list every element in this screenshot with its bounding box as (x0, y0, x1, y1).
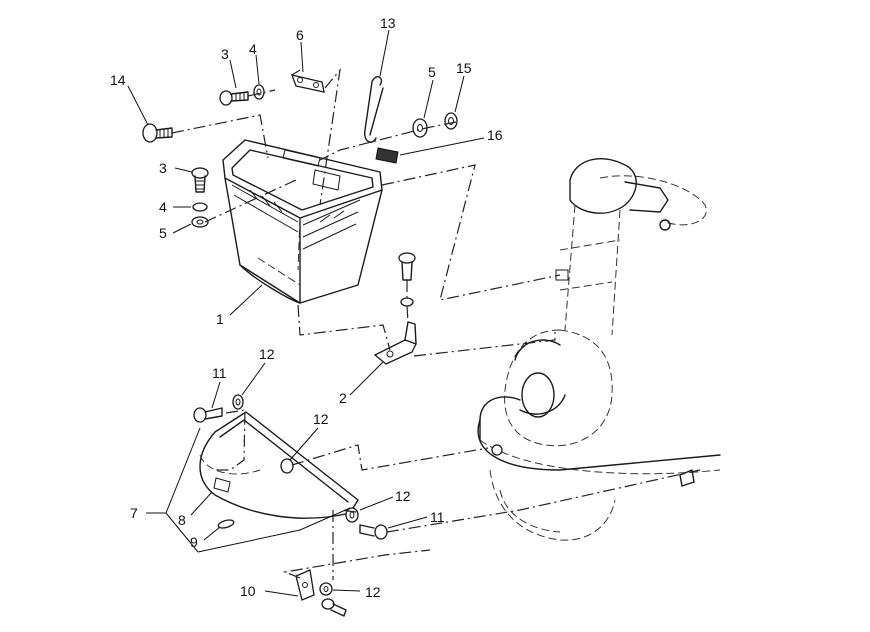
callout-labels: 14 3 4 6 13 5 15 16 3 4 5 1 2 11 12 12 1… (110, 15, 503, 600)
callout-5-top: 5 (428, 64, 436, 80)
nut-part-15 (444, 112, 458, 130)
label-part-16 (375, 147, 399, 164)
callout-13: 13 (380, 15, 396, 31)
bracket-part-6 (290, 74, 325, 93)
screw-part-3-left (191, 167, 209, 193)
center-screw-stack (398, 252, 416, 307)
callout-leaders (127, 29, 485, 597)
collar-part-12-lower (319, 582, 333, 596)
callout-12-center: 12 (313, 411, 329, 427)
callout-4-left: 4 (159, 199, 167, 215)
callout-10: 10 (240, 583, 256, 599)
washer-part-5-top (412, 118, 428, 138)
bracket-part-10 (295, 569, 315, 601)
scooter-outline (477, 157, 721, 541)
callout-14: 14 (110, 72, 126, 88)
callout-8: 8 (178, 512, 186, 528)
callout-12-upper: 12 (259, 346, 275, 362)
assembly-lines-upper (171, 67, 561, 357)
callout-3-top: 3 (221, 46, 229, 62)
washer-part-4-top (253, 84, 265, 100)
callout-3-left: 3 (159, 160, 167, 176)
callout-9: 9 (190, 534, 198, 550)
collar-part-12-right (345, 507, 359, 523)
callout-15: 15 (456, 60, 472, 76)
callout-6: 6 (296, 27, 304, 43)
screw-bottom (321, 598, 347, 617)
callout-7: 7 (130, 505, 138, 521)
hook-part-13 (364, 76, 384, 143)
screw-part-11-upper (193, 407, 223, 423)
screw-part-14 (142, 123, 173, 143)
basket-part-1 (222, 139, 383, 304)
callout-12-lower: 12 (365, 584, 381, 600)
washer-part-5-left (191, 216, 209, 228)
callout-12-right: 12 (395, 488, 411, 504)
callout-5-left: 5 (159, 225, 167, 241)
assembly-lines-lower (215, 409, 701, 580)
callout-2: 2 (339, 390, 347, 406)
bracket-part-2 (373, 321, 417, 365)
rubber-part-9 (217, 519, 235, 529)
callout-11-lower: 11 (430, 509, 445, 525)
screw-part-3-top (219, 90, 249, 106)
callout-11-upper: 11 (212, 365, 227, 381)
cover-part-8 (199, 411, 359, 519)
screw-part-11-lower (359, 524, 388, 540)
callout-4-top: 4 (249, 41, 257, 57)
collar-part-12-upper (232, 394, 244, 410)
callout-16: 16 (487, 127, 503, 143)
washer-part-4-left (192, 202, 208, 212)
callout-1: 1 (216, 311, 224, 327)
